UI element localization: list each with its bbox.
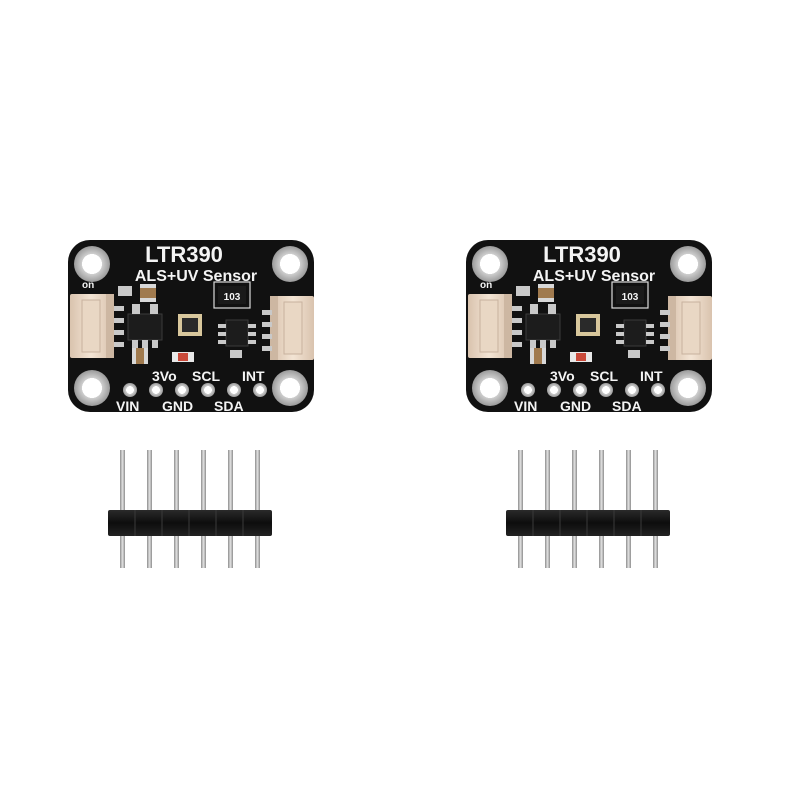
resistor-network: 103 <box>611 281 649 309</box>
header-plastic-body <box>108 510 272 536</box>
pin-label: GND <box>162 398 193 414</box>
capacitor <box>140 284 156 302</box>
header-pins <box>120 450 260 568</box>
capacitor <box>132 348 148 364</box>
capacitor <box>538 284 554 302</box>
connector-pads-left <box>114 286 132 347</box>
sensor-board-2: LTR390 ALS+UV Sensor on <box>466 240 712 414</box>
pin-label: INT <box>640 368 663 384</box>
mounting-hole-bottom-right <box>272 370 308 406</box>
mounting-hole-top-left <box>74 246 110 282</box>
mounting-hole-top-left <box>472 246 508 282</box>
chip-marking: 103 <box>622 292 639 303</box>
level-shifter-chip <box>218 319 256 358</box>
stemma-connector-right <box>270 296 314 360</box>
pin-label: 3Vo <box>550 368 575 384</box>
uv-sensor-chip <box>576 314 600 336</box>
pin-label: GND <box>560 398 591 414</box>
chip-marking: 103 <box>224 292 241 303</box>
sensor-board-1: LTR390 ALS+UV Sensor on <box>68 240 314 414</box>
stemma-connector-left <box>70 294 114 358</box>
header-plastic-body <box>506 510 670 536</box>
board-title: LTR390 <box>543 242 621 267</box>
pin-label: INT <box>242 368 265 384</box>
level-shifter-chip <box>616 319 654 358</box>
mounting-hole-bottom-left <box>472 370 508 406</box>
pin-label: SCL <box>590 368 618 384</box>
board-subtitle: ALS+UV Sensor <box>533 268 655 285</box>
regulator-chip <box>127 304 163 348</box>
mounting-hole-top-right <box>272 246 308 282</box>
pin-label: SDA <box>612 398 642 414</box>
connector-pads-right <box>660 310 670 351</box>
header-pads <box>521 383 665 397</box>
board-title: LTR390 <box>145 242 223 267</box>
capacitor <box>530 348 546 364</box>
board-subtitle: ALS+UV Sensor <box>135 268 257 285</box>
power-led <box>570 352 592 362</box>
pin-label: VIN <box>116 398 139 414</box>
header-pads <box>123 383 267 397</box>
pin-label: 3Vo <box>152 368 177 384</box>
stemma-connector-left <box>468 294 512 358</box>
mounting-hole-top-right <box>670 246 706 282</box>
small-marking: on <box>82 280 94 291</box>
small-marking: on <box>480 280 492 291</box>
power-led <box>172 352 194 362</box>
pin-label: SCL <box>192 368 220 384</box>
connector-pads-left <box>512 286 530 347</box>
regulator-chip <box>525 304 561 348</box>
connector-pads-right <box>262 310 272 351</box>
pin-header-strip-1 <box>108 450 272 568</box>
pin-label: SDA <box>214 398 244 414</box>
mounting-hole-bottom-right <box>670 370 706 406</box>
mounting-hole-bottom-left <box>74 370 110 406</box>
header-pins <box>518 450 658 568</box>
pin-header-strip-2 <box>506 450 670 568</box>
uv-sensor-chip <box>178 314 202 336</box>
pin-label: VIN <box>514 398 537 414</box>
stemma-connector-right <box>668 296 712 360</box>
resistor-network: 103 <box>213 281 251 309</box>
